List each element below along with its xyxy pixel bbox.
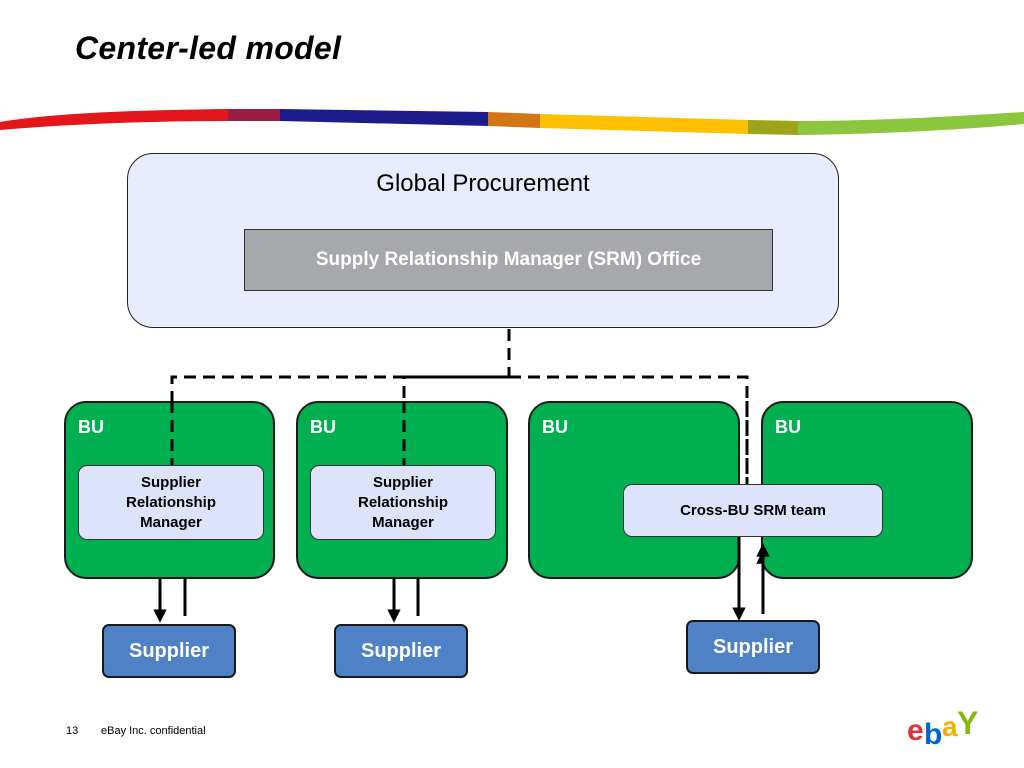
svg-text:a: a <box>942 711 958 742</box>
supplier-box-3: Supplier <box>686 620 820 674</box>
bu-label: BU <box>78 417 104 437</box>
bu-label: BU <box>310 417 336 437</box>
srm-box-1: Supplier Relationship Manager <box>78 465 264 540</box>
page-number: 13 <box>66 725 79 737</box>
supplier-box-1: Supplier <box>102 624 236 678</box>
supplier-box-2: Supplier <box>334 624 468 678</box>
svg-text:e: e <box>907 714 924 747</box>
cross-bu-srm-team-box: Cross-BU SRM team <box>623 484 883 537</box>
bu-label: BU <box>775 417 801 437</box>
svg-text:b: b <box>924 718 942 748</box>
svg-text:Y: Y <box>957 705 978 741</box>
srm-box-2: Supplier Relationship Manager <box>310 465 496 540</box>
footer-confidential: eBay Inc. confidential <box>101 725 206 737</box>
bu-label: BU <box>542 417 568 437</box>
srm-office-box: Supply Relationship Manager (SRM) Office <box>244 229 773 291</box>
brand-stripe <box>0 109 1024 135</box>
global-procurement-label: Global Procurement <box>376 170 590 197</box>
slide-title: Center-led model <box>75 30 342 66</box>
ebay-logo: e b a Y <box>907 705 978 748</box>
